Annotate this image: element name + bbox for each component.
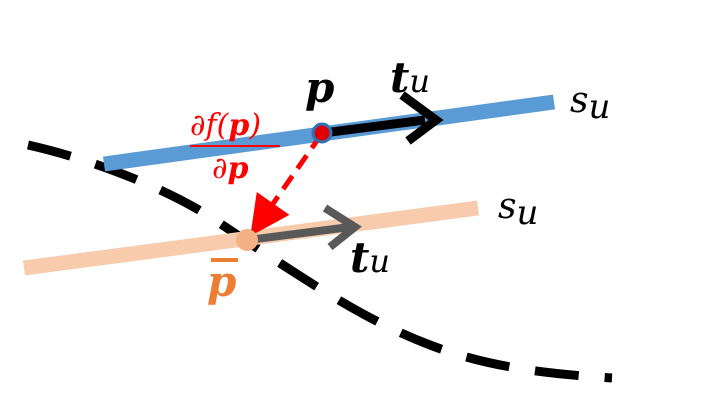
- point-pbar-label: p: [207, 257, 236, 306]
- gradient-numerator-left: ∂f(: [190, 108, 230, 143]
- lower-tangent-arrow-shaft: [247, 223, 351, 244]
- upper-tangent-label-sub: u: [409, 62, 430, 100]
- lower-curve-label: su: [498, 186, 538, 233]
- lower-curve-label-sub: u: [516, 193, 538, 233]
- point-p-dot: [311, 122, 333, 144]
- gradient-numerator: ∂f(p): [190, 108, 261, 143]
- lower-tangent-label-sub: u: [369, 242, 390, 280]
- dashed-curve: [27, 140, 613, 383]
- lower-curve-label-main: s: [498, 186, 516, 227]
- gradient-numerator-right: ): [248, 108, 261, 143]
- upper-tangent-arrowhead: [399, 91, 444, 145]
- upper-curve-label-main: s: [570, 80, 588, 121]
- lower-tangent-label-main: t: [350, 233, 369, 282]
- gradient-arrow: [250, 133, 324, 237]
- gradient-denominator-p: p: [228, 151, 249, 186]
- lower-tangent-label: tu: [350, 233, 390, 282]
- upper-curve-label: su: [570, 80, 610, 127]
- lower-tangent-arrowhead: [322, 204, 362, 251]
- point-pbar-dot: [236, 229, 258, 251]
- upper-tangent-label: tu: [390, 53, 430, 102]
- gradient-denominator-d: ∂: [212, 151, 228, 186]
- upper-tangent-arrow-shaft: [322, 115, 426, 138]
- upper-curve-label-sub: u: [588, 87, 610, 127]
- point-p-label: p: [305, 63, 334, 112]
- gradient-numerator-p: p: [228, 108, 249, 143]
- gradient-denominator: ∂p: [212, 151, 249, 186]
- upper-tangent-label-main: t: [390, 53, 409, 102]
